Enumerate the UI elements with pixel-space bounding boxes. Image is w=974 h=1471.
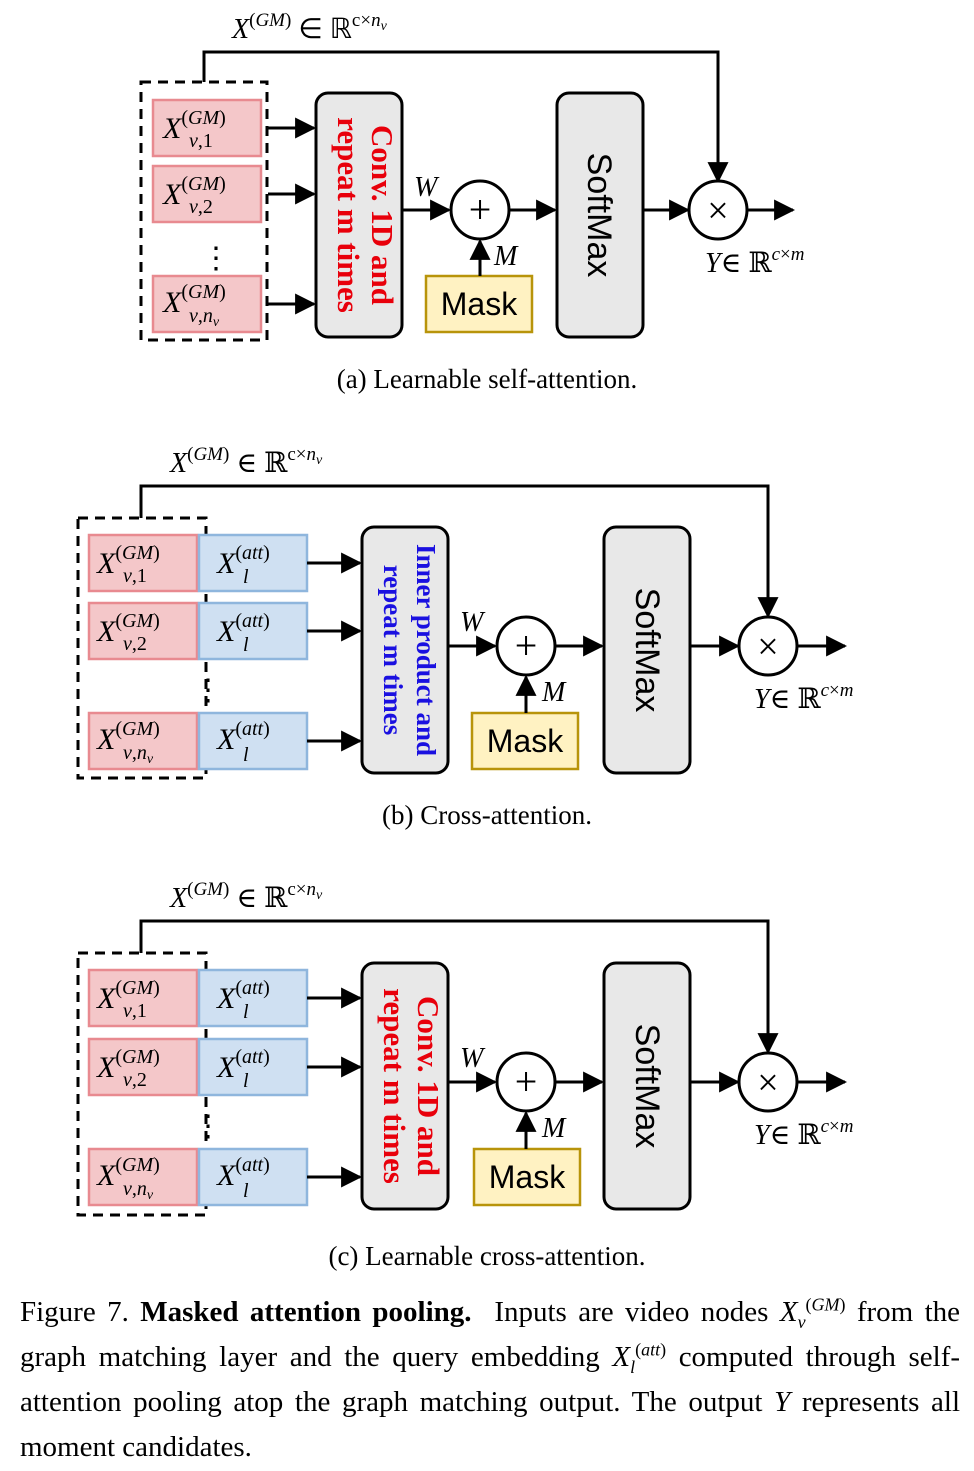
panel-c-skip-line [139,919,779,1055]
svg-text:l: l [243,1070,249,1092]
caption-math-xl: Xl(att) [612,1339,667,1377]
panel-c-softmax-block [602,961,692,1211]
panel-b-caption: (b) Cross-attention. [382,800,592,830]
panel-c: X(GM) ∈ ℝc×nv X(GM) v,1 X(att) l X(GM) v… [76,879,853,1271]
panel-b-ellipsis: ⋮ [193,674,223,707]
panel-b-node-2: X(GM) v,2 X(att) l [87,601,309,661]
figure-caption: Figure 7. Masked attention pooling. Inpu… [20,1290,960,1470]
panel-a-conv-label: Conv. 1D and [365,125,400,305]
panel-a-conv-block [314,91,404,339]
panel-b-skip-line [139,484,779,619]
panel-c-node-1: X(GM) v,1 X(att) l [87,968,309,1028]
svg-text:v,2: v,2 [123,633,147,655]
panel-a-softmax-block [555,91,645,339]
svg-text:l: l [243,1001,249,1023]
svg-text:SoftMax: SoftMax [580,153,618,278]
svg-text:v,nv: v,nv [189,305,220,330]
panel-b-input-label: X(GM) ∈ ℝc×nv [169,444,323,479]
svg-text:l: l [243,1180,249,1202]
panel-a-output-label: Y∈ ℝc×m [705,244,804,279]
svg-text:repeat m times: repeat m times [377,988,412,1184]
svg-text:X(att): X(att) [216,1154,270,1192]
panel-b-node-nv: X(GM) v,nv X(att) l [87,711,309,771]
svg-text:l: l [243,744,249,766]
caption-math-xv: Xv(GM) [779,1294,846,1332]
svg-text:X(GM): X(GM) [96,718,160,756]
caption-text-4: represents all moment candidates. [20,1385,960,1463]
svg-text:SoftMax: SoftMax [628,1024,666,1149]
svg-text:v,1: v,1 [123,565,147,587]
svg-text:l: l [243,566,249,588]
panel-c-w-label: W [460,1043,486,1074]
panel-c-caption: (c) Learnable cross-attention. [328,1241,645,1271]
svg-text:×: × [757,1062,778,1104]
svg-text:X(att): X(att) [216,718,270,756]
attention-pooling-diagram: X(GM) ∈ ℝc×nv X(GM) v,1 X(GM) v,2 ⋮ X(GM… [76,10,853,1271]
panel-b-mask-block [470,711,580,771]
panel-c-m-label: M [541,1113,567,1144]
svg-text:repeat m times: repeat m times [378,565,408,735]
svg-text:X(GM): X(GM) [96,1046,160,1084]
caption-text-2: from the graph matching layer and the qu… [20,1296,961,1373]
caption-math-y: Y [774,1385,791,1418]
panel-c-conv-block [360,961,450,1211]
panel-c-output-label: Y∈ ℝc×m [754,1116,853,1151]
panel-a-skip-line [202,50,729,184]
panel-b-node-1: X(GM) v,1 X(att) l [87,533,309,593]
figure-number: Figure 7. [20,1296,129,1328]
svg-text:+: + [515,623,538,668]
panel-a-input-group-box [139,80,269,342]
svg-text:Mask: Mask [487,723,564,759]
panel-a-node-nv: X(GM) v,nv [151,274,263,334]
svg-text:X(GM): X(GM) [96,542,160,580]
svg-text:v,1: v,1 [123,1000,147,1022]
panel-b-output-label: Y∈ ℝc×m [754,680,853,715]
svg-text:v,2: v,2 [123,1069,147,1091]
panel-a-m-label: M [493,241,519,272]
panel-b-softmax-block [602,525,692,775]
panel-b: X(GM) ∈ ℝc×nv X(GM) v,1 X(att) l X(GM) v… [76,444,853,830]
panel-a-node-1: X(GM) v,1 [151,98,263,158]
svg-text:×: × [757,626,778,668]
panel-b-m-label: M [541,677,567,708]
svg-text:X(att): X(att) [216,610,270,648]
svg-text:SoftMax: SoftMax [628,588,666,713]
svg-text:v,2: v,2 [189,196,213,218]
svg-text:X(GM): X(GM) [162,173,226,211]
panel-c-ellipsis: ⋮ [193,1110,223,1143]
panel-a-w-label: W [414,172,440,203]
svg-text:×: × [707,190,728,232]
svg-text:X(GM): X(GM) [96,977,160,1015]
panel-a-node-2: X(GM) v,2 [151,164,263,224]
panel-a-ellipsis: ⋮ [201,242,231,275]
panel-b-w-label: W [460,607,486,638]
svg-text:v,nv: v,nv [123,1178,154,1203]
svg-text:X(GM): X(GM) [96,610,160,648]
svg-text:+: + [469,187,492,232]
panel-c-input-label: X(GM) ∈ ℝc×nv [169,879,323,914]
svg-text:Inner product and: Inner product and [411,544,441,756]
svg-text:X(GM): X(GM) [162,281,226,319]
panel-a-input-label: X(GM) ∈ ℝc×nv [231,10,388,45]
svg-text:X(GM): X(GM) [96,1154,160,1192]
svg-text:X(att): X(att) [216,1046,270,1084]
svg-text:repeat m times: repeat m times [331,117,366,313]
svg-text:X(GM): X(GM) [162,107,226,145]
caption-text-1: Inputs are video nodes [494,1296,769,1328]
svg-text:Mask: Mask [489,1159,566,1195]
figure-title: Masked attention pooling. [140,1296,472,1328]
svg-text:X(att): X(att) [216,542,270,580]
svg-text:v,1: v,1 [189,130,213,152]
panel-b-inner-product-block [360,525,450,775]
svg-text:X(att): X(att) [216,977,270,1015]
caption-text-3: computed through self-attention pooling … [20,1340,961,1418]
svg-text:+: + [515,1059,538,1104]
panel-a: X(GM) ∈ ℝc×nv X(GM) v,1 X(GM) v,2 ⋮ X(GM… [139,10,804,394]
svg-text:Mask: Mask [441,286,518,322]
panel-a-caption: (a) Learnable self-attention. [337,364,638,394]
panel-c-node-nv: X(GM) v,nv X(att) l [87,1147,309,1207]
svg-text:l: l [243,634,249,656]
panel-c-node-2: X(GM) v,2 X(att) l [87,1037,309,1097]
svg-text:Conv. 1D and: Conv. 1D and [411,996,446,1176]
